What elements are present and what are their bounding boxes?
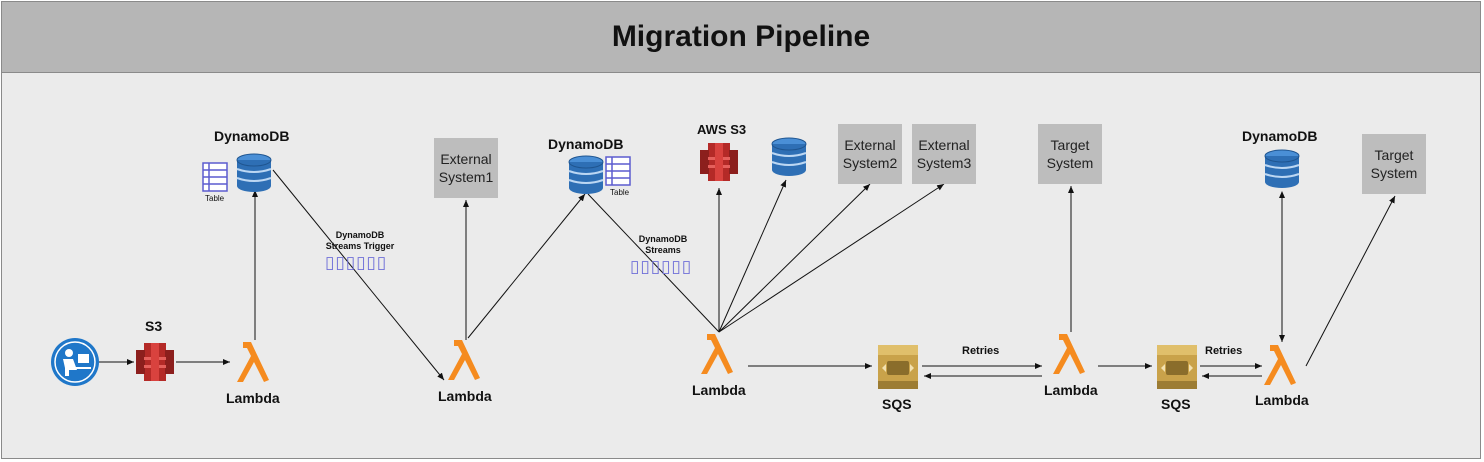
dynamodb-label-2: DynamoDB	[548, 136, 624, 152]
external-system2-box: External System2	[838, 124, 902, 184]
dynamodb-icon-2	[568, 155, 604, 195]
sqs-queue-icon-1	[878, 345, 918, 389]
page-title: Migration Pipeline	[611, 20, 871, 53]
edge-lambda3-db	[718, 179, 787, 333]
s3-label: S3	[145, 318, 163, 334]
edge-lambda3-external2	[718, 183, 871, 333]
aws-s3-bucket-icon	[700, 143, 738, 181]
glyphs-2: ▯▯▯▯▯▯	[630, 257, 693, 277]
dynamodb-label-3: DynamoDB	[1242, 128, 1318, 144]
edge-lambda3-external3	[718, 183, 945, 333]
glyphs-1: ▯▯▯▯▯▯	[325, 253, 388, 273]
table-label-2: Table	[610, 188, 630, 197]
external-system3-box: External System3	[912, 124, 976, 184]
external-system1-box: External System1	[434, 138, 498, 198]
lambda-icon-5	[1264, 345, 1296, 385]
target-system-box-1: Target System	[1038, 124, 1102, 184]
dynamodb-icon-4	[1264, 149, 1300, 189]
lambda-label-1: Lambda	[226, 390, 280, 406]
lambda-icon-3	[701, 334, 733, 374]
connectors	[98, 169, 1396, 381]
edge-lambda5-target2	[1305, 195, 1396, 367]
dynamodb-label-1: DynamoDB	[214, 128, 290, 144]
retries-label-1: Retries	[962, 345, 1000, 357]
lambda-label-4: Lambda	[1044, 382, 1098, 398]
s3-bucket-icon	[136, 343, 174, 381]
edge-dynamodb2-lambda3	[587, 193, 720, 333]
dynamodb-icon-1	[236, 153, 272, 193]
lambda-label-5: Lambda	[1255, 392, 1309, 408]
table-icon-1	[202, 162, 228, 192]
title-bar: Migration Pipeline	[2, 2, 1480, 73]
sqs-label-2: SQS	[1161, 396, 1191, 412]
retries-label-2: Retries	[1205, 345, 1243, 357]
lambda-icon-4	[1053, 334, 1085, 374]
lambda-icon-2	[448, 340, 480, 380]
sqs-label-1: SQS	[882, 396, 912, 412]
edge-lambda2-dynamodb2	[467, 193, 586, 339]
table-icon-2	[605, 156, 631, 186]
lambda-label-2: Lambda	[438, 388, 492, 404]
aws-s3-label: AWS S3	[697, 122, 747, 137]
streams-label-2: DynamoDB Streams	[638, 234, 688, 255]
target-system-box-2: Target System	[1362, 134, 1426, 194]
table-label-1: Table	[205, 194, 225, 203]
edge-dynamodb1-lambda2	[272, 169, 445, 381]
sqs-queue-icon-2	[1157, 345, 1197, 389]
user-at-computer-icon	[51, 338, 99, 386]
lambda-label-3: Lambda	[692, 382, 746, 398]
dynamodb-icon-3	[771, 137, 807, 177]
lambda-icon-1	[237, 342, 269, 382]
streams-trigger-label: DynamoDB Streams Trigger	[325, 230, 395, 251]
